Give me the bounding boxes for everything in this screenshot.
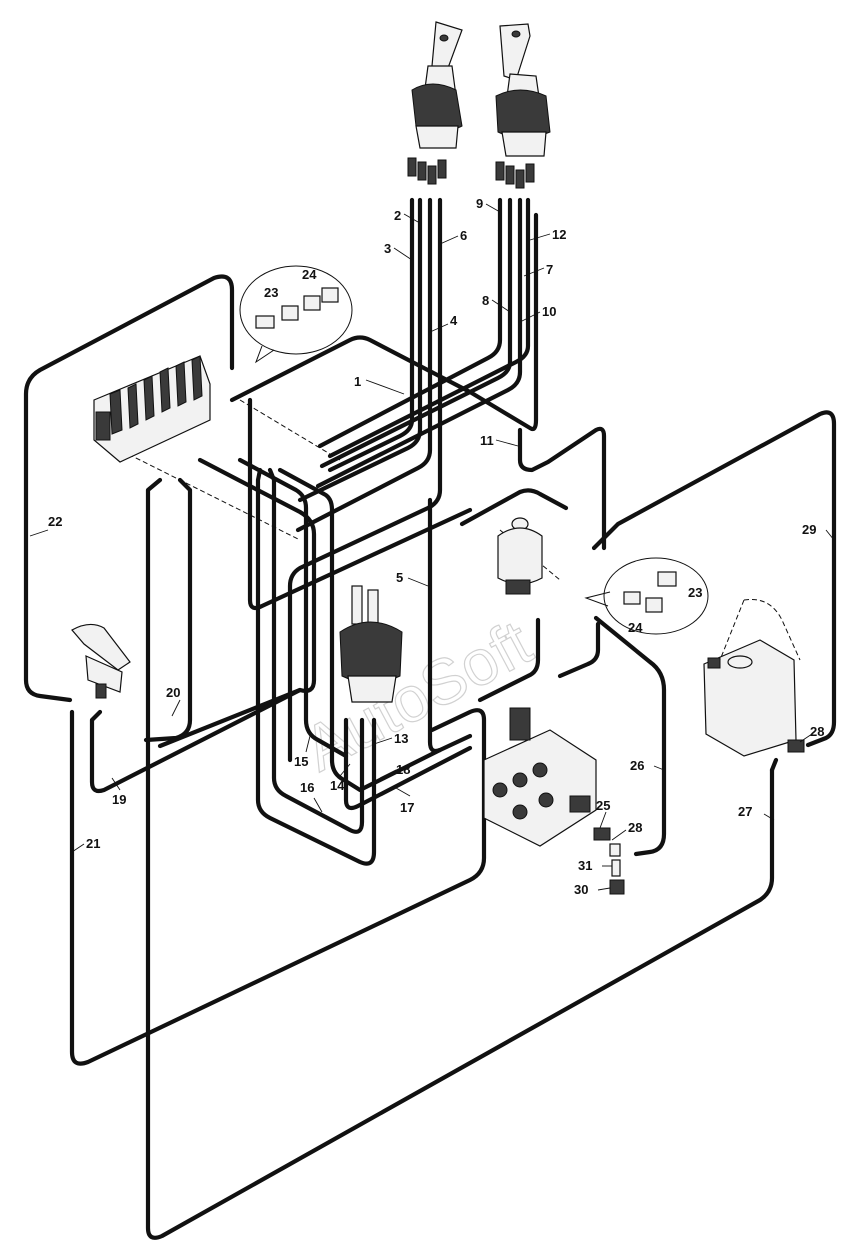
hose-19 — [89, 687, 303, 794]
joystick-left — [411, 21, 463, 149]
callout-label: 24 — [302, 267, 317, 282]
hose-accum-down — [477, 617, 541, 703]
label-31: 31 — [578, 858, 592, 873]
callout-label: 23 — [264, 285, 278, 300]
joystick-fittings — [407, 157, 535, 189]
label-13: 13 — [394, 731, 408, 746]
callout-right: 23 24 — [584, 557, 709, 635]
dashed-lines — [99, 399, 561, 581]
label-4: 4 — [450, 313, 458, 328]
label-10: 10 — [542, 304, 556, 319]
hose-9 — [317, 197, 503, 449]
label-25: 25 — [596, 798, 610, 813]
hose-1 — [145, 477, 775, 1240]
hose-2 — [327, 197, 415, 473]
callout-label: 23 — [688, 585, 702, 600]
joystick-center — [339, 585, 403, 703]
label-11: 11 — [480, 433, 494, 448]
dashed-line — [239, 399, 341, 461]
part-labels: 1 2 3 4 5 6 7 8 9 10 11 12 13 14 15 16 1… — [48, 196, 824, 897]
hose-lower-1 — [143, 477, 193, 743]
dashed-line — [499, 529, 561, 581]
hose-10 — [327, 197, 531, 459]
hydraulic-tank — [703, 598, 801, 757]
hose-8 — [319, 197, 513, 469]
label-21: 21 — [86, 836, 100, 851]
label-28: 28 — [628, 820, 642, 835]
hose-26 — [593, 615, 667, 857]
hose-6 — [287, 197, 443, 763]
hose-accum — [459, 488, 569, 527]
main-control-valve — [93, 355, 211, 463]
label-30: 30 — [574, 882, 588, 897]
label-18: 18 — [396, 762, 410, 777]
label-8: 8 — [482, 293, 489, 308]
callout-left: 23 24 — [239, 265, 353, 364]
pump-fittings — [593, 739, 805, 895]
label-17: 17 — [400, 800, 414, 815]
hose-22 — [23, 274, 235, 703]
label-15: 15 — [294, 754, 308, 769]
hose-4 — [295, 197, 433, 533]
hose-18 — [343, 717, 473, 811]
foot-pedal — [71, 623, 131, 699]
hose-15 — [237, 457, 349, 759]
label-22: 22 — [48, 514, 62, 529]
callout-label: 24 — [628, 620, 643, 635]
label-26: 26 — [630, 758, 644, 773]
hose-29 — [591, 410, 837, 748]
label-16: 16 — [300, 780, 314, 795]
label-20: 20 — [166, 685, 180, 700]
hose-mid — [247, 397, 473, 611]
hose-14 — [267, 467, 365, 834]
dashed-line — [99, 439, 301, 541]
label-12: 12 — [552, 227, 566, 242]
label-14: 14 — [330, 778, 345, 793]
label-29: 29 — [802, 522, 816, 537]
label-28b: 28 — [810, 724, 824, 739]
leader-lines — [29, 203, 835, 891]
label-6: 6 — [460, 228, 467, 243]
hose-7 — [315, 197, 523, 489]
label-27: 27 — [738, 804, 752, 819]
label-19: 19 — [112, 792, 126, 807]
label-7: 7 — [546, 262, 553, 277]
hose-16 — [255, 467, 377, 866]
label-5: 5 — [396, 570, 403, 585]
hose-21 — [69, 708, 487, 1066]
accumulator — [497, 517, 543, 595]
label-9: 9 — [476, 196, 483, 211]
hose-11 — [517, 426, 607, 551]
hose-17 — [277, 467, 443, 793]
auxiliary-valve — [483, 707, 597, 847]
hose-group — [23, 197, 837, 1240]
label-3: 3 — [384, 241, 391, 256]
hose-3 — [297, 197, 423, 503]
hose-valve-in — [557, 621, 601, 679]
label-1: 1 — [354, 374, 361, 389]
label-2: 2 — [394, 208, 401, 223]
hose-27 — [769, 757, 779, 773]
joystick-right — [495, 23, 551, 157]
